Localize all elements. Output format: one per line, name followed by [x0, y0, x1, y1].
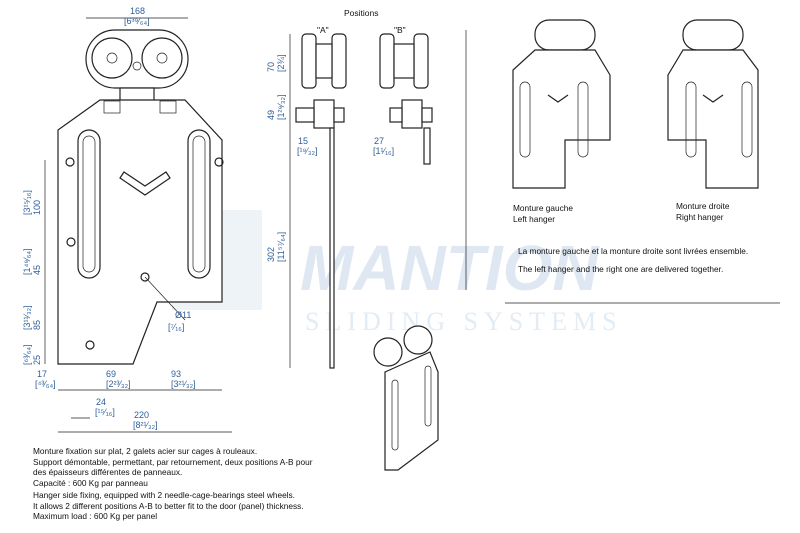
dim-25: 25	[32, 355, 42, 365]
dim-hole: Ø11	[175, 310, 191, 320]
description-fr-line: des épaisseurs différentes de panneaux.	[33, 467, 183, 477]
right-hanger-caption: Monture droite Right hanger	[676, 201, 730, 222]
dim-17-in: [⁴³⁄₆₄]	[35, 379, 56, 389]
left-hanger-caption: Monture gauche Left hanger	[513, 203, 573, 224]
dim-220-in: [8²¹⁄₃₂]	[133, 420, 158, 430]
description-en-line: Hanger side fixing, equipped with 2 need…	[33, 490, 295, 500]
dim-93: 93	[171, 369, 181, 379]
description-fr-line: Capacité : 600 Kg par panneau	[33, 477, 148, 488]
isometric-view	[373, 325, 439, 471]
right-hanger-fr: Monture droite	[676, 201, 730, 211]
dim-302: 302	[266, 247, 276, 262]
dim-25-in: [⁶³⁄₆₄]	[22, 344, 32, 365]
dim-100-in: [3¹⁵⁄₁₆]	[22, 190, 32, 215]
dim-302-in: [11⁵⁷⁄₆₄]	[276, 232, 286, 262]
dim-15: 15	[298, 136, 308, 146]
positions-title: Positions	[344, 8, 379, 18]
left-hanger-fr: Monture gauche	[513, 203, 573, 213]
dim-168: 168	[130, 6, 145, 16]
left-hanger-en: Left hanger	[513, 213, 555, 224]
dim-168-in: [6³⁹⁄₆₄]	[124, 16, 150, 26]
dim-24: 24	[96, 397, 106, 407]
right-hanger	[667, 19, 759, 189]
description-fr-line: Monture fixation sur plat, 2 galets acie…	[33, 446, 258, 456]
dim-hole-in: [⁷⁄₁₆]	[168, 322, 184, 332]
description-en: Hanger side fixing, equipped with 2 need…	[33, 490, 304, 522]
dim-27: 27	[374, 136, 384, 146]
dim-45: 45	[32, 265, 42, 275]
dim-85: 85	[32, 320, 42, 330]
description-en-line: Maximum load : 600 Kg per panel	[33, 511, 158, 521]
description-fr-line: Support démontable, permettant, par reto…	[33, 456, 313, 467]
dim-70-in: [2¾]	[276, 54, 286, 72]
dim-220: 220	[134, 410, 149, 420]
left-hanger	[512, 19, 611, 189]
description-fr: Monture fixation sur plat, 2 galets acie…	[33, 446, 313, 488]
position-a-label: "A"	[317, 25, 329, 35]
dim-24-in: [¹⁵⁄₁₆]	[95, 407, 115, 417]
dim-27-in: [1¹⁄₁₆]	[373, 146, 394, 156]
side-views: Positions "A" "B" 70 [2¾] 49 [1²⁹⁄₃₂] 15…	[266, 8, 433, 369]
front-view: 168 [6³⁹⁄₆₄] 100 [3¹⁵⁄₁₆] 45 [1⁴⁹⁄₆₄] 85…	[22, 6, 232, 433]
dim-93-in: [3²¹⁄₃₂]	[171, 379, 196, 389]
dim-85-in: [3¹¹⁄₃₂]	[22, 305, 32, 330]
dim-49: 49	[266, 110, 276, 120]
dim-100: 100	[32, 200, 42, 215]
watermark-brand: MANTION	[300, 232, 600, 304]
dim-69: 69	[106, 369, 116, 379]
dim-45-in: [1⁴⁹⁄₆₄]	[22, 248, 32, 275]
delivery-note-fr: La monture gauche et la monture droite s…	[518, 246, 749, 256]
position-b-label: "B"	[394, 25, 406, 35]
delivery-note-en: The left hanger and the right one are de…	[518, 264, 724, 274]
right-hanger-en: Right hanger	[676, 211, 724, 222]
dim-15-in: [¹⁹⁄₃₂]	[297, 146, 318, 156]
dim-17: 17	[37, 369, 47, 379]
dim-49-in: [1²⁹⁄₃₂]	[276, 94, 286, 120]
description-en-line: It allows 2 different positions A-B to b…	[33, 500, 304, 511]
watermark-tagline: SLIDING SYSTEMS	[305, 307, 623, 336]
dim-69-in: [2²³⁄₃₂]	[106, 379, 131, 389]
dim-70: 70	[266, 62, 276, 72]
